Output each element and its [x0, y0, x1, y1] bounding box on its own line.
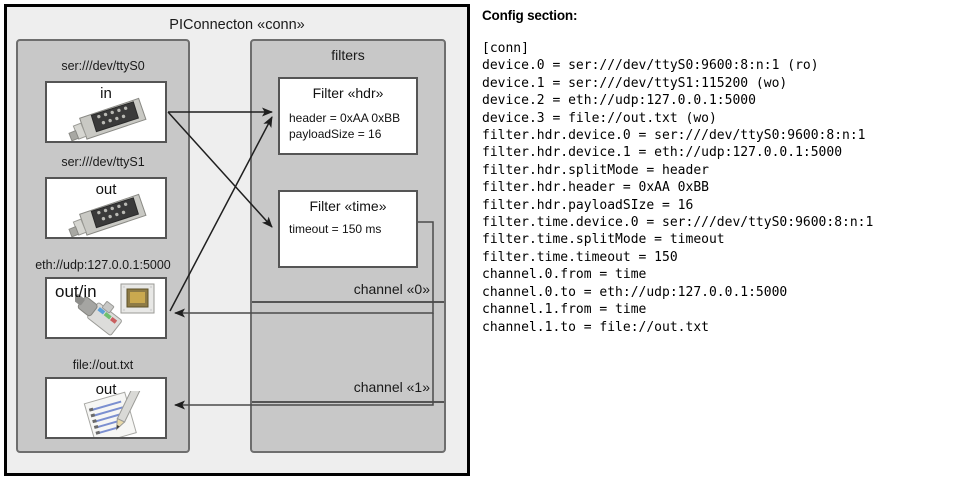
filter-box-time[interactable]: Filter «time» timeout = 150 ms — [278, 190, 418, 268]
device-card-0[interactable]: in — [45, 81, 167, 143]
device-card-1[interactable]: out — [45, 177, 167, 239]
device-label-3: file://out.txt — [72, 358, 134, 372]
filters-group-title: filters — [331, 47, 365, 63]
filter-attr: header = 0xAA 0xBB — [289, 111, 401, 125]
device-label-2: eth://udp:127.0.0.1:5000 — [35, 258, 171, 272]
config-line: filter.time.device.0 = ser:///dev/ttyS0:… — [482, 215, 874, 231]
serial-port-icon — [68, 97, 147, 141]
config-line: channel.0.from = time — [482, 267, 647, 283]
config-line: device.2 = eth://udp:127.0.0.1:5000 — [482, 93, 756, 109]
serial-port-icon — [68, 193, 147, 237]
config-line: filter.hdr.device.1 = eth://udp:127.0.0.… — [482, 145, 843, 161]
device-direction-3: out — [95, 381, 117, 398]
filter-attrs-hdr: header = 0xAA 0xBB payloadSize = 16 — [289, 110, 400, 142]
filter-title-time: Filter «time» — [309, 198, 387, 214]
config-line: filter.hdr.header = 0xAA 0xBB — [482, 180, 709, 196]
device-card-2[interactable]: out/in — [45, 277, 167, 339]
device-card-3[interactable]: out — [45, 377, 167, 439]
config-line: filter.time.timeout = 150 — [482, 249, 678, 265]
config-line: device.0 = ser:///dev/ttyS0:9600:8:n:1 (… — [482, 58, 819, 74]
config-section-body: [conn] device.0 = ser:///dev/ttyS0:9600:8… — [482, 40, 873, 336]
channel-label-0: channel «0» — [353, 281, 430, 297]
config-section-heading: Config section: — [482, 8, 578, 23]
ethernet-jack-icon — [75, 283, 155, 336]
config-line: [conn] — [482, 41, 529, 56]
config-line: device.1 = ser:///dev/ttyS1:115200 (wo) — [482, 75, 788, 91]
config-line: channel.0.to = eth://udp:127.0.0.1:5000 — [482, 284, 788, 300]
channel-label-1: channel «1» — [353, 379, 430, 395]
config-line: device.3 = file://out.txt (wo) — [482, 110, 717, 126]
device-direction-1: out — [95, 181, 117, 198]
device-label-0: ser:///dev/ttyS0 — [61, 59, 145, 73]
config-line: filter.hdr.device.0 = ser:///dev/ttyS0:9… — [482, 128, 866, 144]
config-line: filter.hdr.payloadSIze = 16 — [482, 197, 694, 213]
filter-box-hdr[interactable]: Filter «hdr» header = 0xAA 0xBB payloadS… — [278, 77, 418, 155]
config-line: filter.time.splitMode = timeout — [482, 232, 725, 248]
device-direction-2: out/in — [55, 282, 97, 301]
filter-title-hdr: Filter «hdr» — [312, 85, 384, 101]
device-label-1: ser:///dev/ttyS1 — [61, 155, 145, 169]
diagram-title: PIConnecton «conn» — [169, 17, 305, 33]
config-line: channel.1.to = file://out.txt — [482, 319, 709, 335]
filter-attr: timeout = 150 ms — [289, 222, 382, 236]
filter-attrs-time: timeout = 150 ms — [289, 221, 381, 237]
device-direction-0: in — [100, 85, 112, 102]
text-file-icon — [83, 391, 141, 437]
config-line: filter.hdr.splitMode = header — [482, 162, 709, 178]
config-line: channel.1.from = time — [482, 302, 647, 318]
filter-attr: payloadSize = 16 — [289, 127, 382, 141]
